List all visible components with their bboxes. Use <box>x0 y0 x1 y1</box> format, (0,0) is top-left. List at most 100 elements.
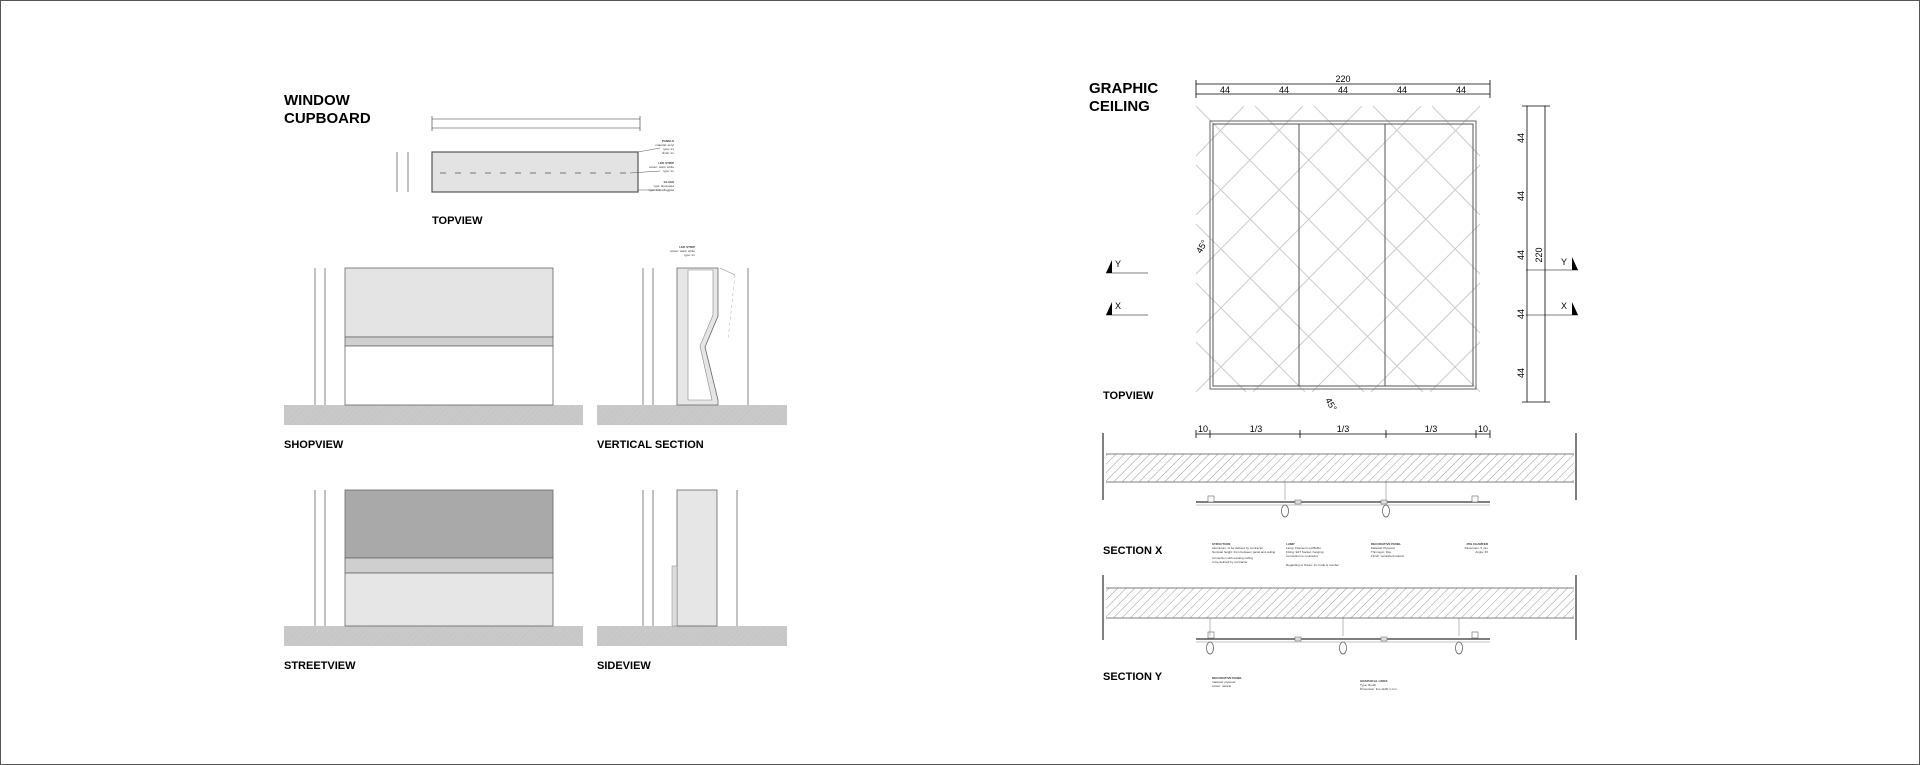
svg-text:Type: Routh: Type: Routh <box>1360 683 1377 687</box>
svg-text:44: 44 <box>1516 191 1526 201</box>
svg-text:type: tm: type: tm <box>663 147 674 151</box>
svg-text:44: 44 <box>1456 85 1466 95</box>
svg-text:Lamp: Filament Led Bulbs: Lamp: Filament Led Bulbs <box>1286 546 1321 550</box>
section-x-note-lamp: LAMP Lamp: Filament Led Bulbs Fixing: E2… <box>1286 542 1339 567</box>
svg-text:44: 44 <box>1397 85 1407 95</box>
section-dimension-row: 10 1/3 1/3 1/3 10 <box>1195 424 1491 438</box>
svg-text:X: X <box>1115 301 1121 311</box>
section-marker-x-right: X <box>1526 301 1578 316</box>
lamp-bulb <box>1382 482 1390 518</box>
svg-text:44: 44 <box>1516 309 1526 319</box>
svg-text:44: 44 <box>1516 133 1526 143</box>
lamp-bulb <box>1455 618 1463 655</box>
svg-text:type: Antireflagglas: type: Antireflagglas <box>649 188 675 192</box>
section-marker-y-right: Y <box>1526 257 1578 271</box>
streetview-drawing <box>284 489 583 646</box>
vertical-section-drawing <box>597 267 787 425</box>
svg-text:PANELS: PANELS <box>662 139 674 143</box>
svg-text:44: 44 <box>1516 368 1526 378</box>
svg-text:220: 220 <box>1534 247 1544 262</box>
svg-text:DECORATIVE PANEL: DECORATIVE PANEL <box>1371 542 1401 546</box>
lamp-bulb <box>1206 618 1214 655</box>
svg-text:Regarding to fixture: its mode: Regarding to fixture: its mode is number <box>1286 563 1339 567</box>
svg-text:Dimension: 5 mm: Dimension: 5 mm <box>1465 546 1489 550</box>
svg-text:10: 10 <box>1198 424 1208 434</box>
svg-text:220: 220 <box>1335 74 1350 84</box>
section-marker-x-left: X <box>1106 301 1148 316</box>
svg-text:Fixing: E27 Socket, hanging: Fixing: E27 Socket, hanging <box>1286 550 1324 554</box>
section-x-label: SECTION X <box>1103 545 1163 557</box>
shopview-drawing <box>284 267 583 425</box>
lamp-bulb <box>1281 482 1289 518</box>
window-cupboard-title: WINDOW CUPBOARD <box>284 92 371 128</box>
svg-text:STRUCTURE: STRUCTURE <box>1212 542 1231 546</box>
svg-text:Dimension: line width 1 mm: Dimension: line width 1 mm <box>1360 687 1397 691</box>
svg-text:Nominal height: from between p: Nominal height: from between panel and c… <box>1212 550 1276 554</box>
svg-text:finish: tm: finish: tm <box>662 151 675 155</box>
section-y-drawing <box>1102 575 1577 655</box>
svg-text:material: plywood: material: plywood <box>1212 680 1236 684</box>
lamp-bulb <box>1339 618 1347 655</box>
shopview-label: SHOPVIEW <box>284 439 344 451</box>
sideview-label: SIDEVIEW <box>597 660 651 672</box>
svg-text:Aluminium, to be defined by co: Aluminium, to be defined by contractor <box>1212 546 1263 550</box>
svg-text:10: 10 <box>1478 424 1488 434</box>
svg-text:X: X <box>1561 301 1567 311</box>
streetview-label: STREETVIEW <box>284 660 356 672</box>
topview-note-glass: GLASS type: laminated type: Antireflaggl… <box>649 180 675 192</box>
vertical-section-label: VERTICAL SECTION <box>597 439 704 451</box>
svg-text:44: 44 <box>1516 250 1526 260</box>
svg-text:type: tm: type: tm <box>663 169 674 173</box>
svg-text:44: 44 <box>1220 85 1230 95</box>
ceiling-topview-plan: 45° 45° <box>1194 106 1480 413</box>
svg-text:1/3: 1/3 <box>1425 424 1438 434</box>
svg-text:Material: Plywood: Material: Plywood <box>1371 546 1395 550</box>
svg-text:connection with existing ceili: connection with existing ceiling <box>1212 556 1253 560</box>
svg-text:DECORATIVE PANEL: DECORATIVE PANEL <box>1212 676 1242 680</box>
svg-text:material: acryl: material: acryl <box>655 143 674 147</box>
svg-text:1/3: 1/3 <box>1250 424 1263 434</box>
section-y-label: SECTION Y <box>1103 671 1163 683</box>
section-x-drawing <box>1102 433 1577 518</box>
svg-text:to be defined by contractor: to be defined by contractor <box>1212 560 1248 564</box>
cupboard-topview <box>396 116 661 193</box>
svg-text:45°: 45° <box>1323 396 1339 413</box>
svg-text:Angle: 45: Angle: 45 <box>1475 550 1488 554</box>
svg-text:colour: natural: colour: natural <box>1212 684 1231 688</box>
section-note-led: LED STRIP colour: warm white type: tm <box>670 245 696 257</box>
svg-text:colour: warm white: colour: warm white <box>649 165 674 169</box>
svg-text:45% CHAMFER: 45% CHAMFER <box>1466 542 1489 546</box>
svg-text:GRAPHICAL LINES: GRAPHICAL LINES <box>1360 679 1387 683</box>
section-marker-y-left: Y <box>1106 259 1148 274</box>
svg-text:45°: 45° <box>1194 238 1210 255</box>
svg-text:44: 44 <box>1279 85 1289 95</box>
section-y-note-panel: DECORATIVE PANEL material: plywood colou… <box>1212 676 1242 688</box>
svg-text:LAMP: LAMP <box>1286 542 1295 546</box>
graphic-ceiling-title: GRAPHIC CEILING <box>1089 80 1158 116</box>
svg-text:Thin layer: Duo: Thin layer: Duo <box>1371 550 1392 554</box>
svg-text:44: 44 <box>1338 85 1348 95</box>
ceiling-topview-label: TOPVIEW <box>1103 390 1154 402</box>
svg-text:1/3: 1/3 <box>1337 424 1350 434</box>
svg-text:Finish: varnished natural: Finish: varnished natural <box>1371 554 1404 558</box>
cupboard-topview-label: TOPVIEW <box>432 215 483 227</box>
section-x-note-panel: DECORATIVE PANEL Material: Plywood Thin … <box>1371 542 1404 558</box>
svg-text:type: tm: type: tm <box>684 253 695 257</box>
title-line-2: CEILING <box>1089 98 1150 115</box>
sideview-drawing <box>597 489 787 646</box>
topview-note-led: LED STRIP colour: warm white type: tm <box>649 161 675 173</box>
svg-text:Y: Y <box>1115 259 1121 269</box>
ceiling-top-dimension: 220 44 44 44 44 44 <box>1195 74 1491 98</box>
svg-text:Y: Y <box>1561 257 1567 267</box>
svg-text:LED STRIP: LED STRIP <box>658 161 674 165</box>
svg-text:connection to contractor: connection to contractor <box>1286 554 1318 558</box>
section-x-note-chamfer: 45% CHAMFER Dimension: 5 mm Angle: 45 <box>1465 542 1489 554</box>
title-line-1: GRAPHIC <box>1089 80 1159 97</box>
svg-text:type: laminated: type: laminated <box>654 184 675 188</box>
svg-text:GLASS: GLASS <box>664 180 674 184</box>
topview-note-panels: PANELS material: acryl type: tm finish: … <box>655 139 674 155</box>
ceiling-right-dimension: 44 44 44 44 44 220 <box>1516 105 1550 403</box>
section-x-note-structure: STRUCTURE Aluminium, to be defined by co… <box>1212 542 1276 564</box>
section-y-note-lines: GRAPHICAL LINES Type: Routh Dimension: l… <box>1360 679 1397 691</box>
